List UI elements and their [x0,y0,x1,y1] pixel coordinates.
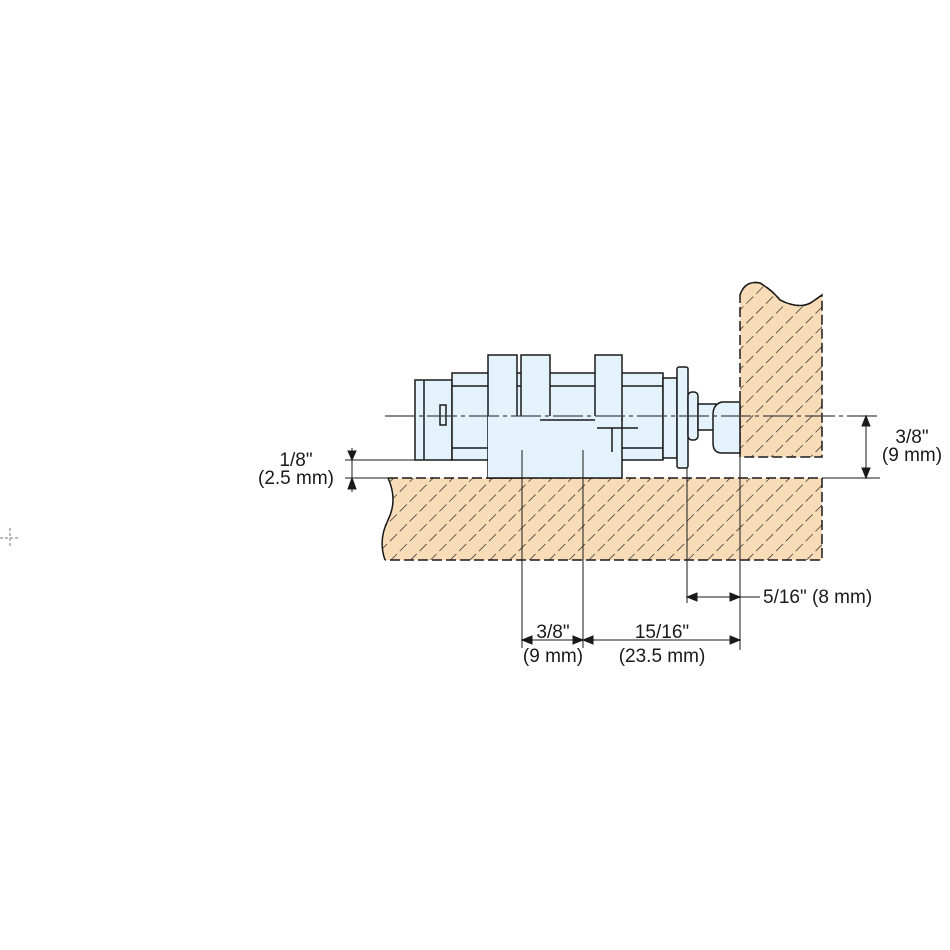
offset-inch-label: 3/8" [895,427,928,448]
bottom-panel [381,477,823,561]
gap-inch-label: 1/8" [279,450,312,471]
latch-knob [712,401,741,454]
registration-mark [0,528,20,548]
side-wall [739,281,823,458]
hole-spacing-mm-label: (9 mm) [523,646,583,667]
hole-spacing-inch-label: 3/8" [536,622,569,643]
offset-mm-label: (9 mm) [882,445,942,466]
latch [414,354,741,479]
latch-flange [676,366,689,469]
stroke-label: 5/16" (8 mm) [763,587,872,608]
setback-inch-label: 15/16" [635,622,689,643]
dimension-lines [345,414,880,650]
gap-mm-label: (2.5 mm) [258,468,334,489]
setback-mm-label: (23.5 mm) [619,646,706,667]
